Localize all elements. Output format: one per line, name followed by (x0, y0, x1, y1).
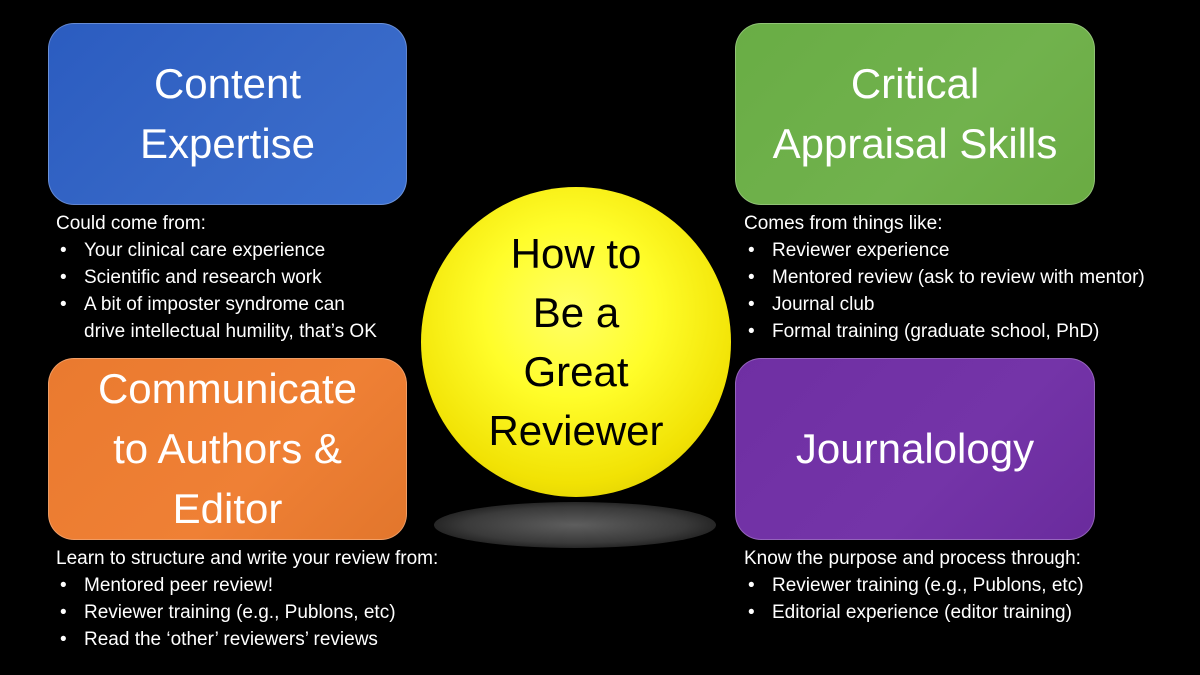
list-item: Mentored review (ask to review with ment… (744, 264, 1194, 291)
journalology-text: Know the purpose and process through: Re… (744, 545, 1194, 626)
communicate-box: Communicate to Authors & Editor (48, 358, 407, 540)
list-item: Reviewer training (e.g., Publons, etc) (744, 572, 1194, 599)
journalology-list: Reviewer training (e.g., Publons, etc) E… (744, 572, 1194, 626)
content-expertise-box: Content Expertise (48, 23, 407, 205)
content-expertise-text: Could come from: Your clinical care expe… (56, 210, 426, 345)
content-expertise-title: Content Expertise (139, 60, 316, 167)
list-item: Your clinical care experience (56, 237, 426, 264)
communicate-list: Mentored peer review! Reviewer training … (56, 572, 506, 653)
list-item: Reviewer training (e.g., Publons, etc) (56, 599, 506, 626)
center-circle-shadow (434, 502, 716, 548)
communicate-intro: Learn to structure and write your review… (56, 548, 439, 569)
content-expertise-list: Your clinical care experience Scientific… (56, 237, 426, 345)
center-title: How to Be a Great Reviewer (488, 230, 664, 454)
critical-appraisal-box: Critical Appraisal Skills (735, 23, 1095, 205)
list-item: Editorial experience (editor training) (744, 599, 1194, 626)
content-expertise-intro: Could come from: (56, 213, 206, 234)
journalology-intro: Know the purpose and process through: (744, 548, 1081, 569)
list-item: Scientific and research work (56, 264, 426, 291)
list-item: Read the ‘other’ reviewers’ reviews (56, 626, 506, 653)
critical-appraisal-list: Reviewer experience Mentored review (ask… (744, 237, 1194, 345)
communicate-text: Learn to structure and write your review… (56, 545, 506, 653)
list-item: Mentored peer review! (56, 572, 506, 599)
critical-appraisal-text: Comes from things like: Reviewer experie… (744, 210, 1194, 345)
list-item: Journal club (744, 291, 1194, 318)
center-circle: How to Be a Great Reviewer (421, 187, 731, 497)
list-item: Formal training (graduate school, PhD) (744, 318, 1194, 345)
journalology-title: Journalology (795, 425, 1035, 472)
list-item: A bit of imposter syndrome can drive int… (56, 291, 426, 345)
critical-appraisal-intro: Comes from things like: (744, 213, 943, 234)
communicate-title: Communicate to Authors & Editor (97, 365, 358, 532)
critical-appraisal-title: Critical Appraisal Skills (772, 60, 1058, 167)
list-item: Reviewer experience (744, 237, 1194, 264)
journalology-box: Journalology (735, 358, 1095, 540)
